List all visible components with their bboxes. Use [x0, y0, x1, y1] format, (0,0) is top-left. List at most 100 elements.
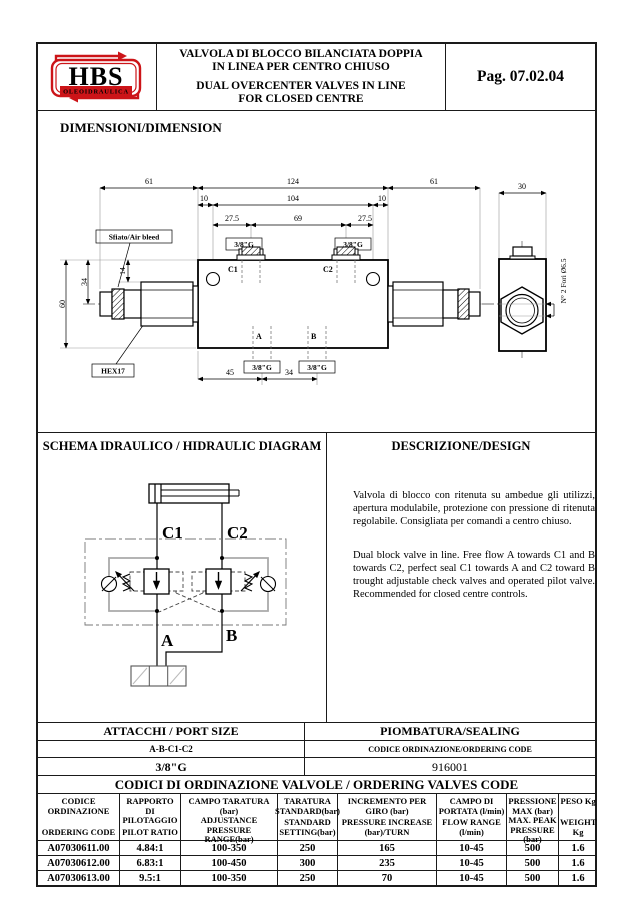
table-cell: 300: [278, 856, 338, 871]
table-cell: A07030613.00: [38, 871, 120, 886]
table-cell: 1.6: [559, 841, 598, 856]
schema-label-a: A: [161, 631, 174, 650]
port-g-label-c1: 3/8"G: [234, 240, 254, 249]
col-header-en: PILOT RATIO: [122, 826, 178, 837]
dim-27-left: 27.5: [225, 214, 239, 223]
table-cell: 10-45: [437, 856, 507, 871]
table-cell: 100-350: [181, 841, 278, 856]
dim-10-left: 10: [200, 194, 208, 203]
dim-69: 69: [294, 214, 302, 223]
dim-34-bottom: 34: [285, 368, 293, 377]
dimensions-section: DIMENSIONI/DIMENSION: [38, 110, 595, 432]
col-header-en: MAX. PEAK PRESSURE (bar): [508, 815, 557, 844]
dim-30: 30: [518, 182, 526, 191]
description-paragraph-italian: Valvola di blocco con ritenuta su ambedu…: [353, 490, 595, 527]
sealing-header: PIOMBATURA/SEALING: [305, 723, 595, 741]
port-label-c1: C1: [228, 265, 238, 274]
col-header-en: ORDERING CODE: [41, 826, 116, 837]
header: HBS OLEOIDRAULICA VALVOLA DI BLOCCO BILA…: [38, 44, 595, 110]
col-header-max-pressure: PRESSIONE MAX (bar)MAX. PEAK PRESSURE (b…: [507, 794, 559, 844]
dim-61-left: 61: [145, 177, 153, 186]
table-cell: 70: [338, 871, 437, 886]
logo-subtext: OLEOIDRAULICA: [63, 89, 129, 96]
port-label-a: A: [256, 332, 262, 341]
table-cell: 100-350: [181, 871, 278, 886]
col-header-standard-setting: TARATURA STANDARD(bar)STANDARD SETTING(b…: [275, 794, 341, 841]
document-title: VALVOLA DI BLOCCO BILANCIATA DOPPIA IN L…: [157, 44, 446, 110]
col-header-pressure-range: CAMPO TARATURA (bar)ADJUSTANCE PRESSURE …: [181, 794, 278, 844]
schema-title: SCHEMA IDRAULICO / HIDRAULIC DIAGRAM: [42, 439, 322, 453]
page-number: Pag. 07.02.04: [477, 68, 564, 85]
table-cell: 6.83:1: [120, 856, 181, 871]
title-it-line1: VALVOLA DI BLOCCO BILANCIATA DOPPIA: [179, 47, 423, 60]
col-header-it: CAMPO TARATURA (bar): [188, 796, 270, 816]
hbs-logo-icon: HBS OLEOIDRAULICA: [50, 51, 142, 103]
port-label-c2: C2: [323, 265, 333, 274]
table-cell: 1.6: [571, 873, 585, 884]
description-title: DESCRIZIONE/DESIGN: [391, 439, 531, 453]
col-header-en: FLOW RANGE (l/min): [442, 817, 501, 837]
table-cell: 500: [507, 841, 559, 856]
dimension-drawing: 61 124 61 10 104 10 27.5 69 27.5 45 34 6…: [58, 177, 568, 385]
schema-label-c2: C2: [227, 523, 248, 542]
col-header-en: ADJUSTANCE PRESSURE RANGE(bar): [200, 815, 258, 844]
port-size-header: ATTACCHI / PORT SIZE: [38, 723, 305, 741]
col-header-weight: PESO Kg WEIGHT Kg: [559, 794, 598, 841]
air-bleed-label: Sfiato/Air bleed: [109, 233, 160, 242]
dimensions-title: DIMENSIONI/DIMENSION: [60, 120, 222, 135]
col-header-it: TARATURA STANDARD(bar): [275, 796, 341, 816]
col-header-pressure-increase: INCREMENTO PER GIRO (bar)PRESSURE INCREA…: [338, 794, 437, 841]
table-cell: 250: [278, 841, 338, 856]
table-cell: 10-45: [437, 871, 507, 886]
table-cell: 10-45: [437, 841, 507, 856]
schema-label-b: B: [226, 626, 237, 645]
table-cell: A07030611.00: [38, 841, 120, 856]
port-g-label-c2: 3/8"G: [343, 240, 363, 249]
dim-27-right: 27.5: [358, 214, 372, 223]
table-cell: 1.6: [559, 856, 598, 871]
schema-section: C1 C2: [38, 433, 327, 723]
middle-row: C1 C2: [38, 432, 595, 723]
table-cell: 100-450: [181, 856, 278, 871]
port-list: A-B-C1-C2: [38, 741, 305, 758]
table-cell: 250: [278, 871, 338, 886]
hydraulic-diagram: C1 C2: [84, 483, 287, 687]
sealing-code-label: CODICE ORDINAZIONE/ORDERING CODE: [305, 741, 595, 758]
col-header-en: PRESSURE INCREASE (bar)/TURN: [341, 817, 433, 837]
ordering-table-title: CODICI DI ORDINAZIONE VALVOLE / ORDERING…: [38, 775, 595, 793]
schema-label-c1: C1: [162, 523, 183, 542]
port-size-value: 3/8"G: [38, 758, 305, 776]
description-section: DESCRIZIONE/DESIGN Valvola di blocco con…: [327, 433, 595, 723]
table-cell: 165: [338, 841, 437, 856]
col-header-it: INCREMENTO PER GIRO (bar): [347, 796, 427, 816]
col-header-it: PESO Kg: [560, 796, 596, 806]
table-cell: 500: [507, 856, 559, 871]
title-it-line2: IN LINEA PER CENTRO CHIUSO: [212, 61, 390, 73]
dim-61-right: 61: [430, 177, 438, 186]
document-border: HBS OLEOIDRAULICA VALVOLA DI BLOCCO BILA…: [36, 42, 598, 887]
hex17-label: HEX17: [101, 367, 125, 376]
port-g-label-a: 3/8"G: [252, 363, 272, 372]
col-header-flow-range: CAMPO DI PORTATA (l/min)FLOW RANGE (l/mi…: [437, 794, 507, 841]
dim-60: 60: [58, 300, 67, 308]
col-header-it: PRESSIONE MAX (bar): [508, 796, 557, 816]
col-header-it: RAPPORTO DI PILOTAGGIO: [122, 796, 178, 825]
table-cell: 235: [338, 856, 437, 871]
title-en-line2: FOR CLOSED CENTRE: [238, 93, 364, 105]
dim-10-right: 10: [378, 194, 386, 203]
dim-124: 124: [287, 177, 299, 186]
col-header-it: CODICE ORDINAZIONE: [47, 796, 110, 816]
port-g-label-b: 3/8"G: [307, 363, 327, 372]
sealing-code-value: 916001: [432, 759, 468, 774]
dim-104: 104: [287, 194, 299, 203]
ordering-table: CODICE ORDINAZIONE ORDERING CODE RAPPORTO…: [38, 793, 598, 886]
col-header-en: WEIGHT Kg: [560, 817, 597, 837]
col-header-en: STANDARD SETTING(bar): [279, 817, 336, 837]
brand-logo: HBS OLEOIDRAULICA: [38, 44, 157, 110]
port-label-b: B: [311, 332, 317, 341]
dim-34-left: 34: [80, 278, 89, 286]
title-en-line1: DUAL OVERCENTER VALVES IN LINE: [196, 79, 406, 92]
dim-45: 45: [226, 368, 234, 377]
description-paragraph-english: Dual block valve in line. Free flow A to…: [353, 550, 595, 600]
